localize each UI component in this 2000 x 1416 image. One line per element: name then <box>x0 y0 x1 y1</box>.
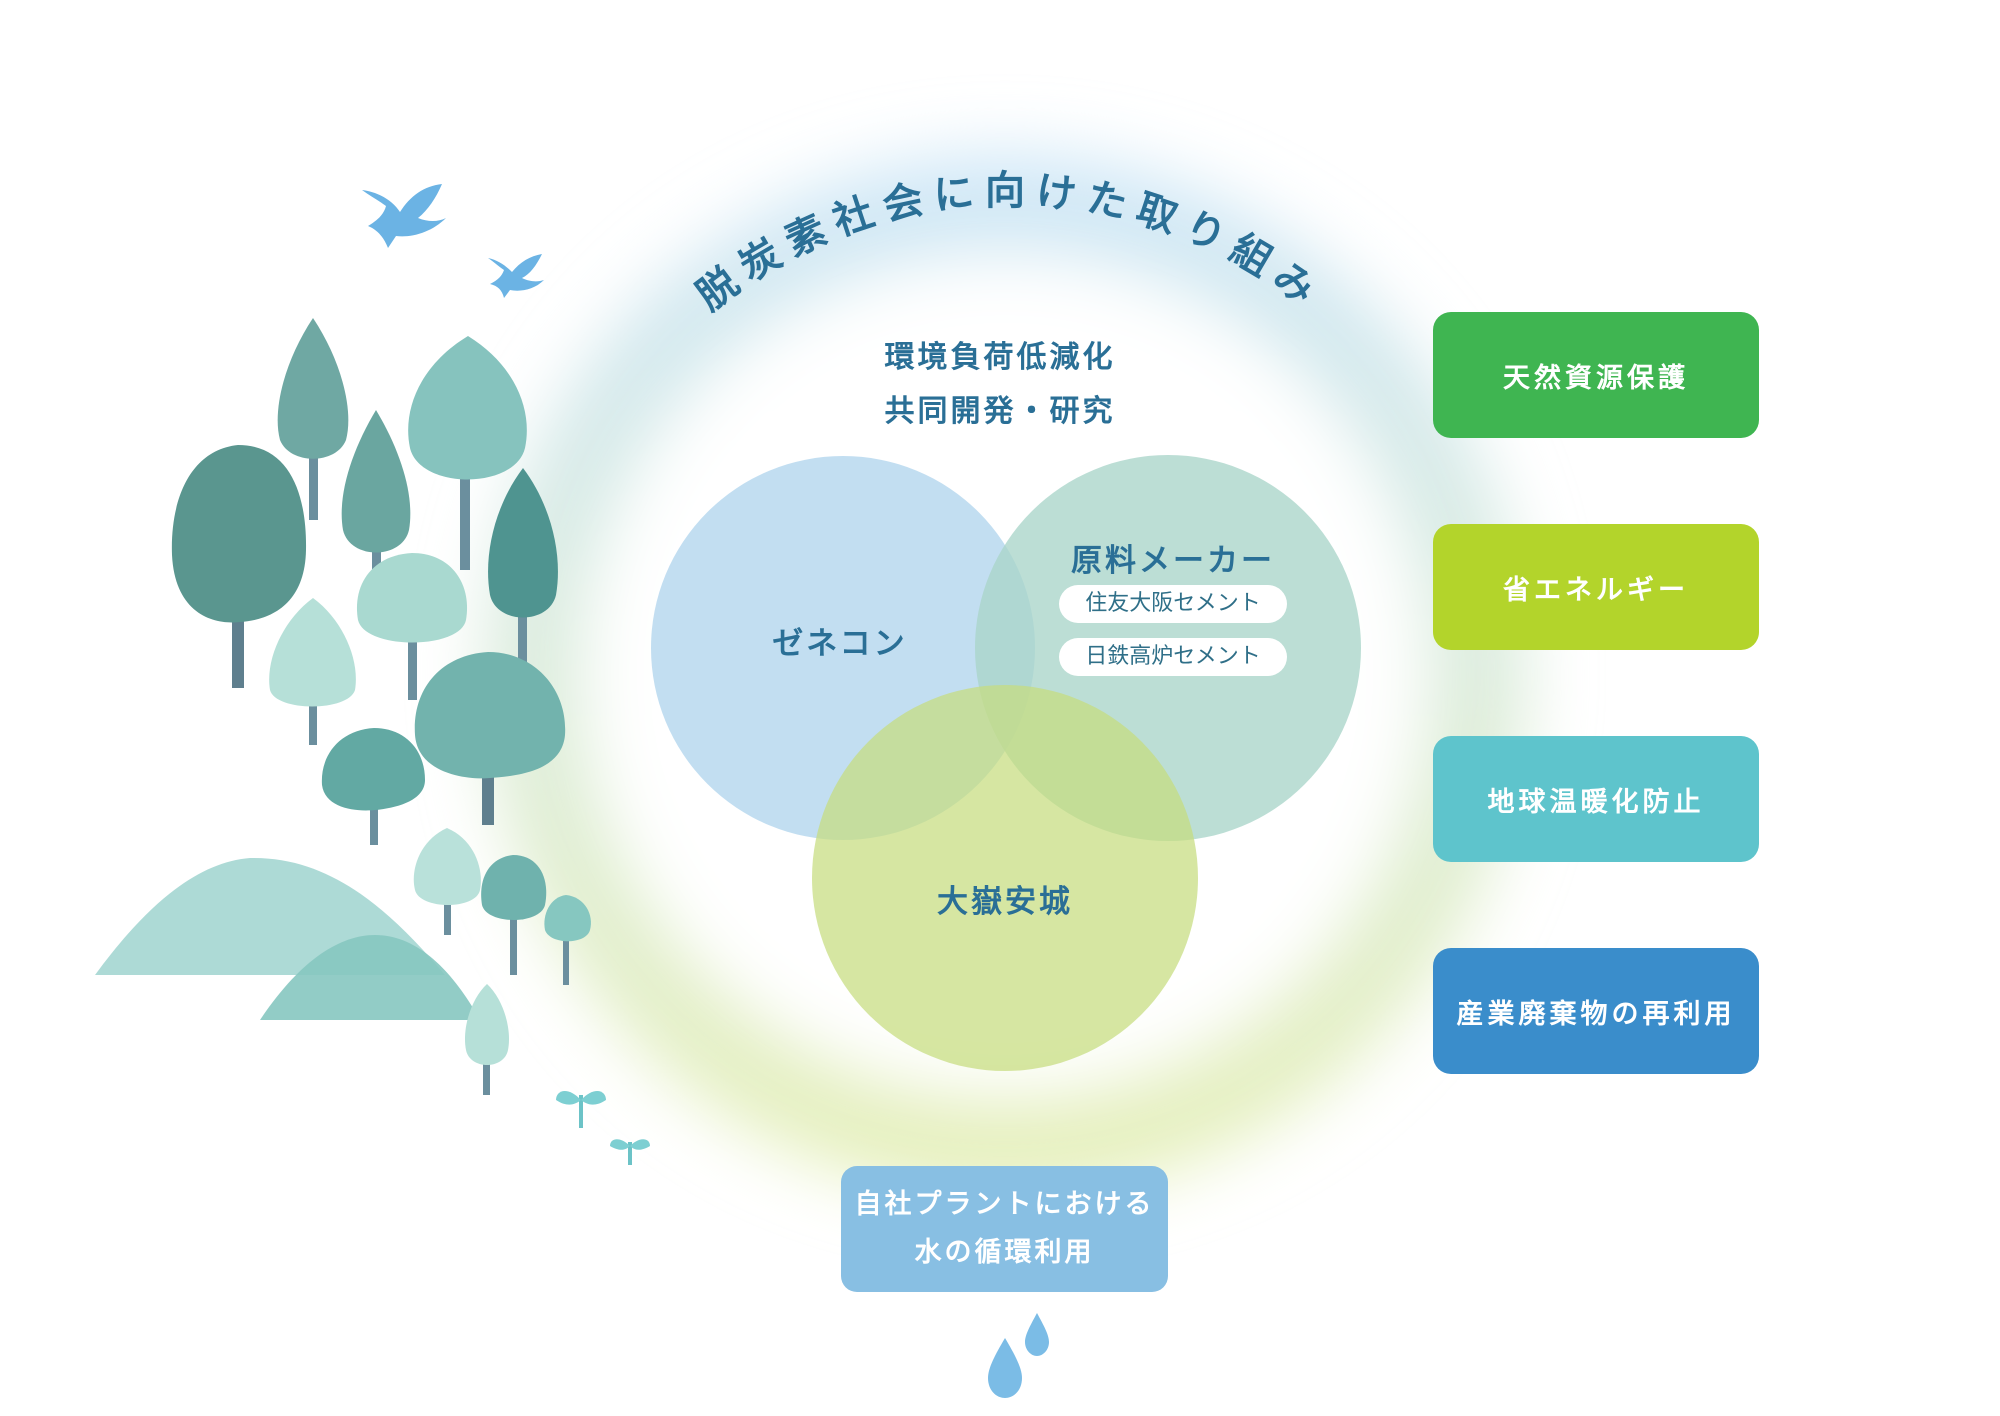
water-drop-icon <box>988 1338 1022 1398</box>
bird-icon <box>362 184 446 248</box>
sprout-icon <box>610 1139 650 1165</box>
water-line-1: 自社プラントにおける <box>855 1181 1155 1229</box>
tree-icon <box>465 984 509 1095</box>
tree-icon <box>269 598 356 745</box>
company-pill-1: 住友大阪セメント <box>1059 585 1287 623</box>
water-drop-icon <box>1025 1313 1049 1356</box>
water-recycling-box: 自社プラントにおける 水の循環利用 <box>841 1166 1168 1292</box>
collab-line-2: 共同開発・研究 <box>800 386 1200 430</box>
tree-icon <box>414 828 481 935</box>
water-line-2: 水の循環利用 <box>915 1229 1095 1277</box>
venn-label-materials-maker: 原料メーカー <box>1058 535 1288 580</box>
tree-icon <box>342 410 411 580</box>
goal-energy-saving: 省エネルギー <box>1433 524 1759 650</box>
goal-resource-protection: 天然資源保護 <box>1433 312 1759 438</box>
sprout-icon <box>556 1091 606 1128</box>
tree-icon <box>322 728 425 845</box>
goal-global-warming-prevention: 地球温暖化防止 <box>1433 736 1759 862</box>
goal-industrial-waste-reuse: 産業廃棄物の再利用 <box>1433 948 1759 1074</box>
tree-icon <box>481 855 546 975</box>
company-pill-2: 日鉄高炉セメント <box>1059 638 1287 676</box>
bird-icon <box>488 254 544 298</box>
collab-line-1: 環境負荷低減化 <box>800 332 1200 376</box>
venn-label-self: 大嶽安城 <box>905 876 1105 921</box>
venn-label-contractor: ゼネコン <box>740 618 940 663</box>
